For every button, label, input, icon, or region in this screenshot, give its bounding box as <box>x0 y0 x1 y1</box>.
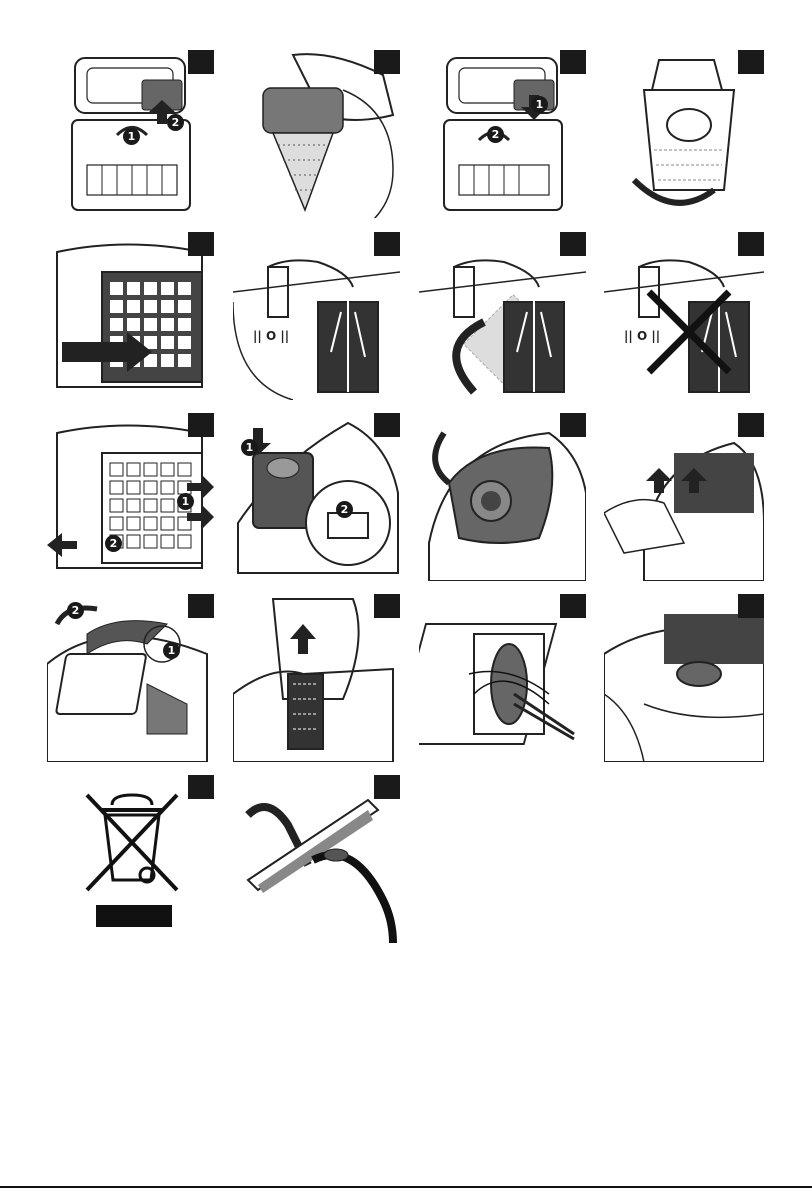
figure-badge <box>560 594 586 618</box>
figure-5 <box>47 232 214 400</box>
pre-motor-filter-illustration <box>47 232 214 400</box>
exhaust-filter-illustration <box>233 594 400 762</box>
figure-badge <box>188 775 214 799</box>
figure-badge <box>188 413 214 437</box>
svg-text:|| O ||: || O || <box>624 329 660 343</box>
callout-2: 2 <box>105 535 122 552</box>
weee-bar <box>96 905 172 927</box>
figure-9: 1 2 <box>47 413 214 581</box>
figure-badge <box>374 594 400 618</box>
floor-nozzle-illustration <box>233 775 400 943</box>
callout-2: 2 <box>167 114 184 131</box>
tap-rinse-illustration <box>419 232 586 400</box>
figure-badge <box>188 594 214 618</box>
callout-1: 1 <box>241 439 258 456</box>
figure-14 <box>233 594 400 762</box>
callout-2: 2 <box>67 602 84 619</box>
callout-1: 1 <box>531 96 548 113</box>
exhaust-filter-illustration <box>47 594 214 762</box>
callout-2: 2 <box>336 501 353 518</box>
figure-6: || O || <box>233 232 400 400</box>
figure-3: 1 2 <box>419 50 586 218</box>
figure-15 <box>419 594 586 762</box>
figure-badge <box>374 50 400 74</box>
nozzle-brush-illustration <box>419 594 586 762</box>
figure-10: 1 2 <box>233 413 400 581</box>
figure-badge <box>374 775 400 799</box>
svg-text:|| O ||: || O || <box>253 329 289 343</box>
figure-2 <box>233 50 400 218</box>
callout-1: 1 <box>177 493 194 510</box>
figure-1: 1 2 <box>47 50 214 218</box>
figure-8: || O || <box>604 232 764 400</box>
figure-badge <box>738 413 764 437</box>
figure-13: 2 1 <box>47 594 214 762</box>
figure-badge <box>738 594 764 618</box>
figure-badge <box>560 50 586 74</box>
figure-16 <box>604 594 764 762</box>
figure-12 <box>604 413 764 581</box>
appliance-illustration <box>419 413 586 581</box>
callout-1: 1 <box>123 128 140 145</box>
figure-badge <box>560 413 586 437</box>
figure-badge <box>738 232 764 256</box>
figure-badge <box>374 232 400 256</box>
page-bottom-rule <box>0 1186 812 1188</box>
appliance-illustration <box>604 413 764 581</box>
tap-rinse-illustration: || O || <box>233 232 400 400</box>
figure-18 <box>233 775 400 943</box>
figure-badge <box>188 50 214 74</box>
dust-container-illustration <box>604 50 764 218</box>
cone-filter-illustration <box>233 50 400 218</box>
appliance-illustration <box>233 413 400 581</box>
figure-badge <box>374 413 400 437</box>
callout-2: 2 <box>487 126 504 143</box>
figure-badge <box>738 50 764 74</box>
figure-badge <box>188 232 214 256</box>
figure-11 <box>419 413 586 581</box>
figure-7 <box>419 232 586 400</box>
tap-rinse-illustration: || O || <box>604 232 764 400</box>
figure-4 <box>604 50 764 218</box>
appliance-illustration <box>604 594 764 762</box>
callout-1: 1 <box>163 642 180 659</box>
figure-badge <box>560 232 586 256</box>
